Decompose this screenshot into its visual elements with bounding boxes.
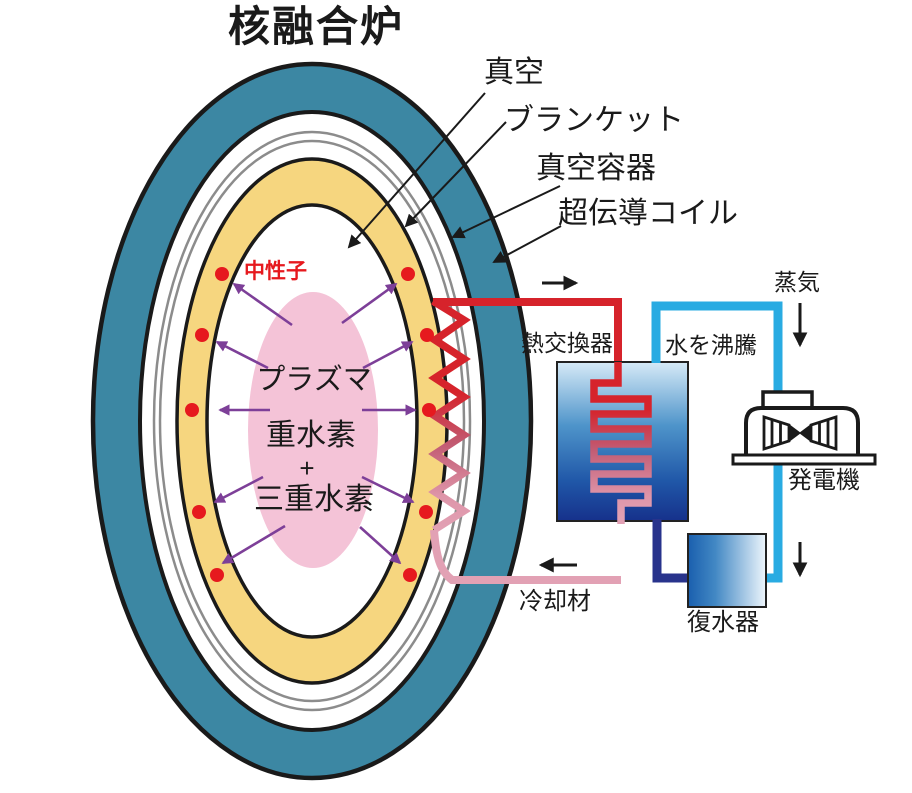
label-boil-water: 水を沸騰 (665, 332, 757, 358)
neutron-dot (192, 505, 206, 519)
vacuum-vessel-outer-line (152, 130, 472, 712)
condenser-box (687, 533, 767, 608)
neutron-arrow (341, 282, 398, 325)
neutron-dot (195, 328, 209, 342)
neutron-dot (210, 568, 224, 582)
turbine-hub-left (789, 424, 801, 442)
callout-arrow-vacuum (347, 92, 486, 249)
generator-turbine-icon (731, 390, 877, 466)
diagram-title: 核融合炉 (227, 3, 405, 50)
plasma-ellipse (248, 292, 378, 568)
neutron-dot (422, 403, 436, 417)
neutron-arrow (362, 340, 414, 370)
label-superconducting-coil: 超伝導コイル (558, 197, 738, 230)
condensate-water-pipe (652, 519, 692, 583)
callout-arrow-coil (492, 225, 562, 263)
label-coolant: 冷却材 (519, 588, 591, 615)
label-vacuum: 真空 (484, 56, 544, 89)
neutron-dot (401, 267, 415, 281)
label-neutron: 中性子 (244, 260, 307, 283)
label-tritium: 三重水素 (254, 483, 374, 516)
neutron-arrows (213, 282, 417, 565)
heat-exchanger-coil (590, 362, 652, 524)
neutron-arrow (359, 526, 402, 565)
vacuum-vessel-inner-line (158, 139, 466, 703)
neutron-arrow (361, 475, 415, 504)
label-heat-exchanger: 熱交換器 (521, 330, 613, 356)
neutron-dot (185, 403, 199, 417)
blanket-coil-zigzag (428, 297, 471, 534)
callout-arrow-blanket (404, 121, 507, 228)
neutron-arrow (213, 475, 264, 504)
neutron-dot (419, 505, 433, 519)
cold-coolant-return-pipe (430, 529, 621, 584)
label-plasma: プラズマ (256, 364, 372, 396)
neutron-dot (215, 267, 229, 281)
label-condenser: 復水器 (687, 609, 759, 636)
hot-coolant-pipe (433, 298, 622, 363)
turbine-hub-right (799, 424, 811, 442)
steam-pipe (651, 301, 783, 583)
neutron-arrow (221, 524, 286, 565)
tokamak-cross-section (90, 61, 534, 781)
label-plus: + (299, 453, 315, 483)
neutron-dots (185, 267, 436, 582)
label-steam: 蒸気 (774, 269, 820, 295)
neutron-dot (420, 328, 434, 342)
neutron-arrow (215, 340, 269, 370)
neutron-arrow (232, 282, 293, 327)
label-blanket: ブランケット (504, 104, 684, 137)
turbine-base-plate (731, 453, 877, 466)
label-deuterium: 重水素 (266, 419, 356, 452)
neutron-dot (403, 568, 417, 582)
label-generator: 発電機 (788, 467, 860, 494)
label-vacuum-vessel: 真空容器 (536, 152, 656, 185)
callout-arrow-vacuum-vessel (451, 185, 561, 239)
